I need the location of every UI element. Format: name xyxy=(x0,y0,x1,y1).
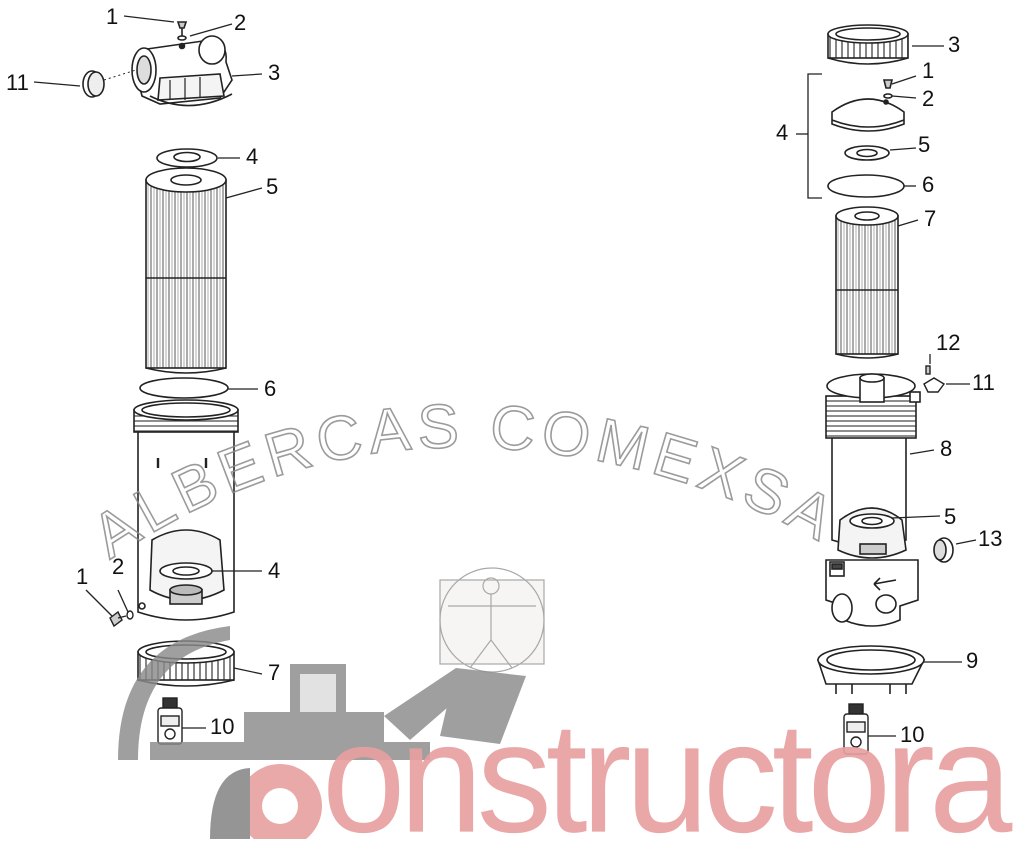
right-lock-ring xyxy=(827,24,909,65)
left-bottom-screw xyxy=(109,610,134,628)
left-housing xyxy=(133,399,239,621)
label-left-top-screw: 1 xyxy=(106,4,119,29)
right-leader-lines xyxy=(796,45,977,737)
label-right-side-plug: 13 xyxy=(978,526,1003,551)
label-right-bottle: 10 xyxy=(900,722,925,747)
label-left-bottom-oring: 2 xyxy=(112,554,125,579)
watermark-excavator xyxy=(118,626,526,760)
left-housing-oring xyxy=(139,377,229,399)
left-side-cap xyxy=(82,69,137,98)
label-right-lid-group: 4 xyxy=(776,120,789,145)
label-right-screw: 1 xyxy=(922,58,935,83)
label-left-bottle: 10 xyxy=(210,714,235,739)
watermark-vitruvian xyxy=(439,567,545,673)
right-housing xyxy=(825,373,921,627)
label-left-side-cap: 11 xyxy=(6,70,29,95)
label-right-housing: 8 xyxy=(940,436,953,461)
diagram-drawing xyxy=(33,15,977,848)
left-top-gasket xyxy=(156,148,218,168)
label-right-cartridge: 7 xyxy=(924,206,937,231)
right-bottle xyxy=(843,703,869,755)
right-side-plug xyxy=(933,537,954,563)
label-left-top-gasket: 4 xyxy=(246,144,259,169)
left-bottle xyxy=(157,697,183,745)
right-valve xyxy=(923,365,946,393)
left-leader-lines xyxy=(33,15,263,729)
label-left-head-ring: 3 xyxy=(268,60,281,85)
label-left-bottom-screw: 1 xyxy=(76,564,89,589)
label-left-housing-oring: 6 xyxy=(264,376,277,401)
label-left-lock-ring: 7 xyxy=(268,660,281,685)
label-left-top-oring: 2 xyxy=(234,10,247,35)
left-filter-head xyxy=(131,21,233,107)
watermark-brand: onstructora xyxy=(322,688,1012,865)
label-right-oring-small: 2 xyxy=(922,86,935,111)
watermark-wheels xyxy=(210,764,322,848)
label-right-large-oring: 6 xyxy=(922,172,935,197)
label-right-gasket: 5 xyxy=(918,132,931,157)
left-cartridge xyxy=(145,167,227,374)
right-large-oring xyxy=(827,174,905,198)
right-base-ring xyxy=(816,645,926,694)
label-right-lock-ring: 3 xyxy=(948,32,961,57)
label-right-valve-oring: 12 xyxy=(936,330,961,355)
label-left-cartridge: 5 xyxy=(266,174,279,199)
label-left-bottom-gasket: 4 xyxy=(268,558,281,583)
right-lid xyxy=(831,79,905,132)
parts-diagram: ALBERCAS COMEXSA onstructora 1 2 3 11 4 … xyxy=(6,4,1012,856)
label-right-inner-gasket: 5 xyxy=(944,504,957,529)
right-cartridge xyxy=(835,206,899,359)
label-right-base-ring: 9 xyxy=(966,648,979,673)
label-right-valve: 11 xyxy=(972,370,995,395)
right-gasket xyxy=(844,145,890,161)
